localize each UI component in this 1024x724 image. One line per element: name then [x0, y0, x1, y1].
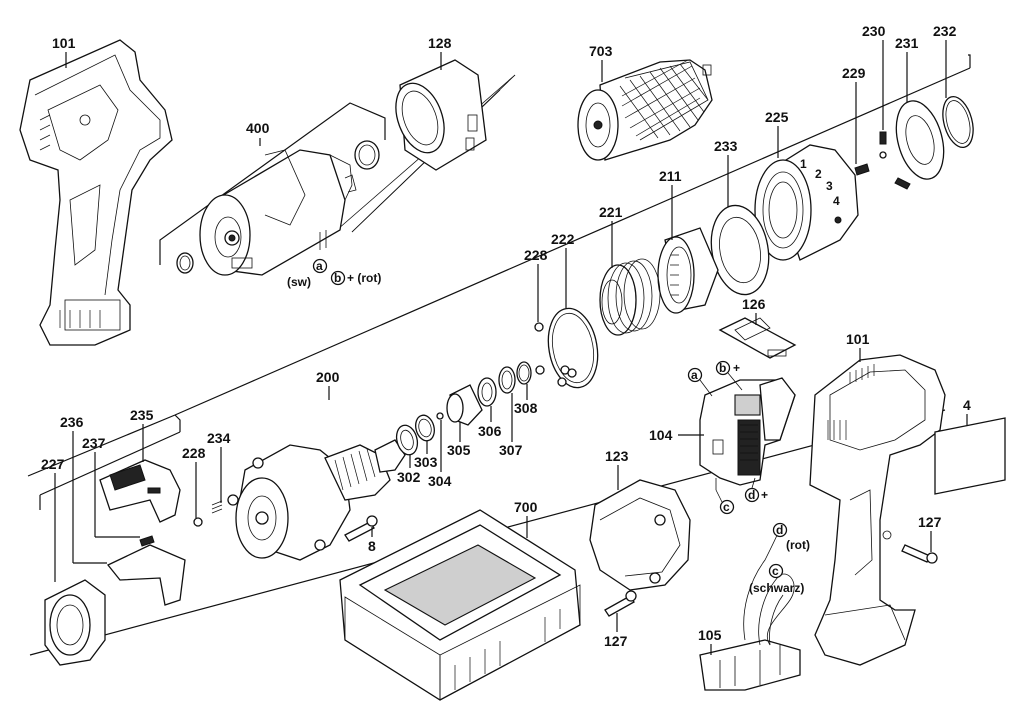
label-400: 400	[246, 120, 270, 136]
label-229: 229	[842, 65, 866, 81]
label-128: 128	[428, 35, 452, 51]
ring-housing-128	[395, 59, 487, 171]
label-302: 302	[397, 469, 421, 485]
svg-text:2: 2	[815, 167, 822, 181]
battery-4	[934, 417, 1006, 495]
svg-text:3: 3	[826, 179, 833, 193]
label-222: 222	[551, 231, 575, 247]
label-700: 700	[514, 499, 538, 515]
label-233: 233	[714, 138, 738, 154]
label-227: 227	[41, 456, 65, 472]
label-232: 232	[933, 23, 957, 39]
connector-105	[699, 532, 801, 691]
callout-b-plus: +	[733, 361, 740, 375]
label-101a: 101	[52, 35, 76, 51]
svg-text:4: 4	[833, 194, 840, 208]
cover-123	[589, 479, 691, 591]
label-126: 126	[742, 296, 766, 312]
label-105: 105	[698, 627, 722, 643]
callout-c-wire: c	[772, 564, 779, 578]
housing-half-right	[809, 354, 946, 666]
spring-221	[599, 258, 661, 336]
lower-left-parts	[44, 459, 223, 666]
label-231: 231	[895, 35, 919, 51]
label-228b: 228	[182, 445, 206, 461]
small-parts-right	[854, 95, 974, 190]
label-236: 236	[60, 414, 84, 430]
wire-callouts: a b + (rot) (sw) a b + c d + d (rot) c (…	[287, 258, 810, 595]
label-221: 221	[599, 204, 623, 220]
label-307: 307	[499, 442, 523, 458]
torque-collar-225: 1 2 3 4	[754, 144, 859, 261]
motor-400	[176, 140, 380, 276]
label-200: 200	[316, 369, 340, 385]
label-308: 308	[514, 400, 538, 416]
callout-d-wire: d	[776, 523, 783, 537]
callout-schwarz: (schwarz)	[749, 581, 804, 595]
label-703: 703	[589, 43, 613, 59]
switch-104	[699, 377, 796, 490]
label-225: 225	[765, 109, 789, 125]
callout-b-switch: b	[719, 361, 726, 375]
housing-half-left	[19, 39, 173, 346]
label-235: 235	[130, 407, 154, 423]
label-127a: 127	[918, 514, 942, 530]
label-306: 306	[478, 423, 502, 439]
label-101b: 101	[846, 331, 870, 347]
balls-228	[534, 322, 567, 387]
callout-b-motor: b	[334, 271, 341, 285]
washer-233	[710, 204, 770, 296]
gearbox-200	[227, 439, 406, 561]
screws	[344, 515, 938, 617]
callout-a-switch: a	[691, 368, 698, 382]
label-305: 305	[447, 442, 471, 458]
label-234: 234	[207, 430, 231, 446]
small-rings	[395, 361, 532, 456]
callout-d-switch: d	[748, 488, 755, 502]
case-700	[339, 509, 581, 701]
callout-d-plus: +	[761, 488, 768, 502]
label-228a: 228	[524, 247, 548, 263]
callout-a-motor: a	[316, 259, 323, 273]
label-127b: 127	[604, 633, 628, 649]
label-8: 8	[368, 538, 376, 554]
callout-plus-rot: + (rot)	[347, 271, 381, 285]
part-labels: 101 128 703 230 231 232 400 229 225 233 …	[41, 23, 971, 655]
chuck-703	[577, 59, 713, 161]
label-4: 4	[963, 397, 971, 413]
label-104: 104	[649, 427, 673, 443]
svg-text:1: 1	[800, 157, 807, 171]
label-303: 303	[414, 454, 438, 470]
callout-rot: (rot)	[786, 538, 810, 552]
callout-c-switch: c	[723, 500, 730, 514]
callout-sw: (sw)	[287, 275, 311, 289]
gear-ring-211	[657, 227, 719, 314]
label-237: 237	[82, 435, 106, 451]
label-123: 123	[605, 448, 629, 464]
snap-ring-222	[547, 307, 599, 389]
label-304: 304	[428, 473, 452, 489]
switch-lever-126	[718, 317, 797, 359]
label-211: 211	[659, 168, 682, 184]
label-230: 230	[862, 23, 886, 39]
